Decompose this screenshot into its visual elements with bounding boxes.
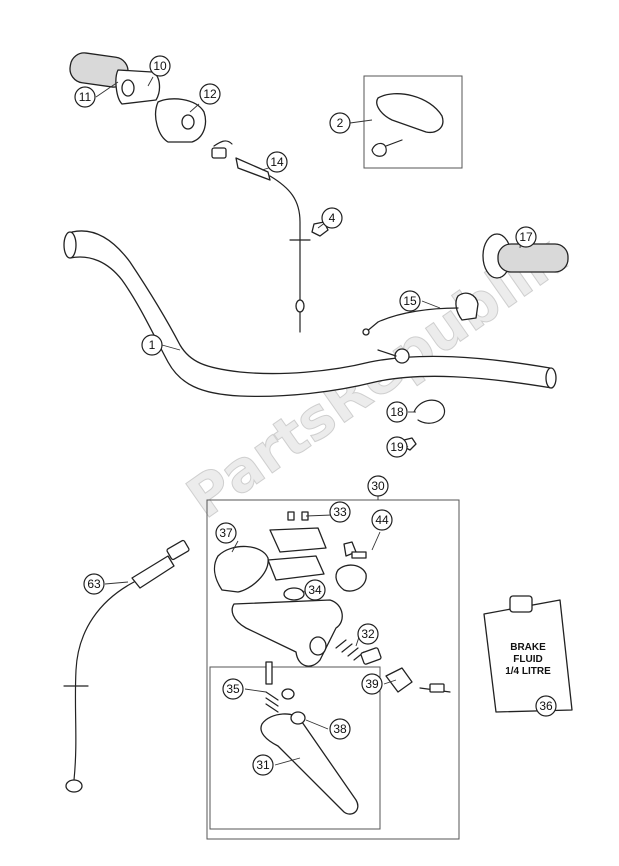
- svg-text:1: 1: [149, 338, 156, 352]
- cable-clip: [413, 399, 446, 424]
- callout-12: 12: [199, 83, 221, 105]
- switch-cable: [211, 140, 311, 333]
- switch-cap: [371, 93, 444, 157]
- callout-38: 38: [329, 718, 351, 740]
- rubber-boot: [385, 667, 451, 693]
- gasket-34: [283, 587, 305, 601]
- svg-text:63: 63: [87, 577, 101, 591]
- svg-text:11: 11: [79, 90, 92, 104]
- handlebar-switch: [362, 292, 479, 336]
- callout-34: 34: [304, 579, 326, 601]
- svg-text:10: 10: [153, 59, 167, 73]
- fluid-label-line-1: BRAKE: [510, 642, 546, 653]
- callout-1: 1: [141, 334, 163, 356]
- svg-text:17: 17: [519, 230, 533, 244]
- callout-2: 2: [329, 112, 351, 134]
- callout-35: 35: [222, 678, 244, 700]
- kit-box-30: [206, 499, 460, 840]
- callout-19: 19: [386, 436, 408, 458]
- svg-text:37: 37: [219, 526, 233, 540]
- master-cylinder: [231, 599, 343, 667]
- callout-36: 36: [535, 695, 557, 717]
- callout-14: 14: [266, 151, 288, 173]
- svg-text:14: 14: [270, 155, 284, 169]
- callout-39: 39: [361, 673, 383, 695]
- svg-text:4: 4: [329, 211, 336, 225]
- throttle-grip: [69, 52, 161, 105]
- callout-17: 17: [515, 226, 537, 248]
- kit-box-31: [209, 666, 381, 830]
- lever-pivot: [265, 661, 295, 713]
- svg-text:38: 38: [333, 722, 347, 736]
- callout-30: 30: [367, 475, 389, 497]
- callout-31: 31: [252, 754, 274, 776]
- callout-11: 11: [74, 86, 96, 108]
- reservoir-cap: [267, 511, 327, 581]
- left-grip: [482, 233, 569, 279]
- callout-44: 44: [371, 509, 393, 531]
- callout-18: 18: [386, 401, 408, 423]
- svg-text:15: 15: [403, 294, 417, 308]
- svg-text:36: 36: [539, 699, 553, 713]
- svg-text:2: 2: [337, 116, 344, 130]
- mirror-clamp: [213, 545, 269, 593]
- svg-text:35: 35: [226, 682, 240, 696]
- brake-fluid-bottle: BRAKE FLUID 1/4 LITRE: [483, 595, 573, 713]
- svg-text:33: 33: [333, 505, 347, 519]
- fluid-label-line-2: FLUID: [513, 654, 542, 665]
- clutch-cable: [63, 539, 190, 793]
- callout-63: 63: [83, 573, 105, 595]
- clamp-bolt: [377, 348, 410, 364]
- svg-text:32: 32: [361, 627, 375, 641]
- svg-text:31: 31: [256, 758, 270, 772]
- svg-text:30: 30: [371, 479, 385, 493]
- svg-text:44: 44: [375, 513, 389, 527]
- callout-4: 4: [321, 207, 343, 229]
- callout-37: 37: [215, 522, 237, 544]
- svg-text:19: 19: [390, 440, 404, 454]
- piston-spring: [335, 639, 382, 665]
- callout-33: 33: [329, 501, 351, 523]
- handlebar: [63, 230, 557, 398]
- fluid-label-line-3: 1/4 LITRE: [505, 666, 551, 677]
- callout-32: 32: [357, 623, 379, 645]
- svg-text:34: 34: [308, 583, 322, 597]
- svg-text:12: 12: [203, 87, 217, 101]
- clamp-bolts: [335, 541, 367, 592]
- callout-10: 10: [149, 55, 171, 77]
- svg-text:18: 18: [390, 405, 404, 419]
- callout-15: 15: [399, 290, 421, 312]
- brake-lever: [260, 711, 359, 815]
- svg-text:39: 39: [365, 677, 379, 691]
- kit-box-2: [363, 75, 463, 169]
